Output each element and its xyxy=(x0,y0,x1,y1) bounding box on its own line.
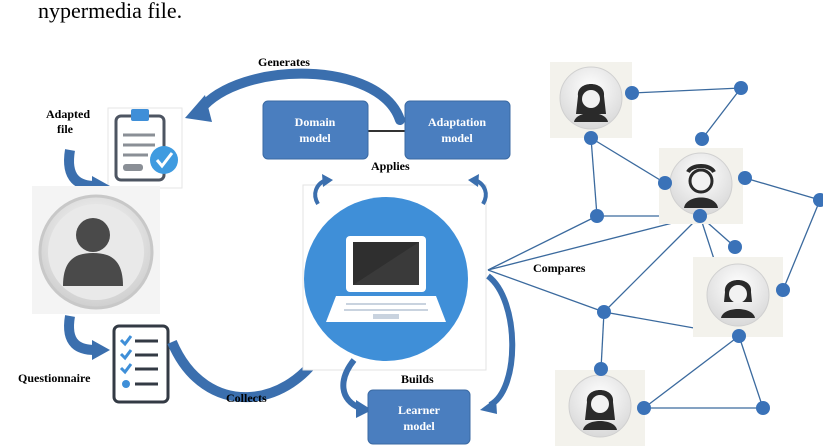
network-node xyxy=(693,209,707,223)
network-node xyxy=(756,401,770,415)
adapted-file-label-line1: Adapted xyxy=(46,107,90,121)
user-avatar-icon xyxy=(32,186,160,314)
learner-model-line2: model xyxy=(403,419,435,433)
header-text-fragment: nypermedia file. xyxy=(38,0,182,23)
builds-label: Builds xyxy=(401,372,434,386)
network-node xyxy=(813,193,823,207)
domain-model-line1: Domain xyxy=(295,115,336,129)
domain-model-line2: model xyxy=(299,131,331,145)
woman-avatar-icon xyxy=(555,370,645,446)
network-node xyxy=(597,305,611,319)
network-node xyxy=(590,209,604,223)
learner-model-line1: Learner xyxy=(398,403,441,417)
elderly-man-avatar-icon xyxy=(659,148,743,224)
adaptation-model-line1: Adaptation xyxy=(428,115,486,129)
document-check-icon xyxy=(107,107,183,189)
network-node xyxy=(732,329,746,343)
applies-label: Applies xyxy=(371,159,410,173)
network-node xyxy=(738,171,752,185)
network-node xyxy=(594,362,608,376)
network-nodes xyxy=(584,81,823,415)
arrow-user-to-questionnaire xyxy=(64,315,110,360)
generates-arrow xyxy=(185,68,405,125)
adaptation-model-line2: model xyxy=(441,131,473,145)
generates-label: Generates xyxy=(258,55,310,69)
builds-right-arrow xyxy=(480,273,516,414)
network-node xyxy=(625,86,639,100)
applies-left-arrow xyxy=(313,174,333,206)
network-node xyxy=(734,81,748,95)
domain-model-box: Domain model xyxy=(262,100,369,160)
network-node xyxy=(695,132,709,146)
applies-right-arrow xyxy=(468,174,488,206)
network-node xyxy=(776,283,790,297)
woman-avatar-icon xyxy=(550,62,632,138)
laptop-icon xyxy=(304,197,468,361)
network-edges xyxy=(487,87,821,409)
compares-label: Compares xyxy=(533,261,586,275)
adaptation-model-box: Adaptation model xyxy=(404,100,511,160)
network-node xyxy=(584,131,598,145)
woman-avatar-icon xyxy=(693,257,783,337)
network-node xyxy=(728,240,742,254)
network-node xyxy=(637,401,651,415)
learner-model-box: Learner model xyxy=(367,389,471,445)
checklist-icon xyxy=(112,324,170,404)
adapted-file-label-line2: file xyxy=(57,122,74,136)
collects-label: Collects xyxy=(226,391,267,405)
questionnaire-label: Questionnaire xyxy=(18,371,91,385)
builds-left-arrow xyxy=(340,358,372,418)
network-node xyxy=(658,176,672,190)
